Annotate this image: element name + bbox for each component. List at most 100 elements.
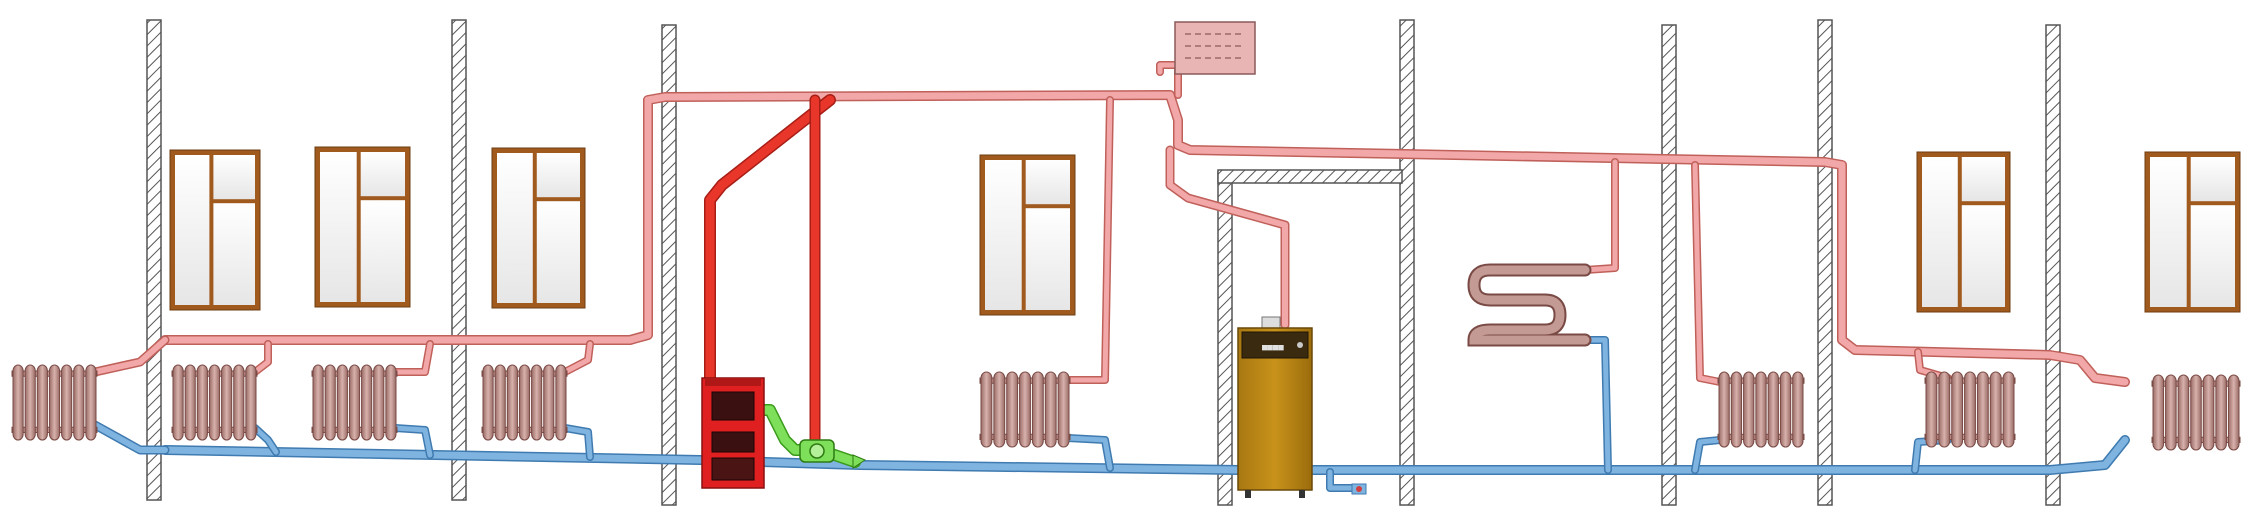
supply-branch-pipe <box>1691 161 1724 386</box>
window <box>169 149 261 311</box>
supply-branch-pipe <box>90 335 170 377</box>
radiator-section <box>2227 374 2240 451</box>
radiator-section <box>48 364 61 441</box>
radiator-section <box>373 364 385 441</box>
expansion-tank <box>1174 21 1256 75</box>
window <box>979 154 1076 316</box>
radiator-section <box>1006 371 1019 448</box>
walls-layer <box>146 19 2061 506</box>
radiator-section <box>2002 371 2015 448</box>
radiator-section <box>184 364 196 441</box>
closet-ceiling <box>1217 169 1403 184</box>
radiator-section <box>1964 371 1976 448</box>
radiator-section <box>208 364 221 441</box>
radiator-section <box>2165 374 2177 451</box>
return-valve <box>1351 483 1367 495</box>
wall <box>1817 19 1833 506</box>
valve-handle <box>1356 486 1362 492</box>
radiator <box>1924 371 2016 448</box>
supply-branch-pipe <box>391 340 434 376</box>
radiator-section <box>221 364 233 441</box>
gas-boiler-supply-pipe <box>1165 145 1290 330</box>
radiator-section <box>1031 371 1044 448</box>
radiator-section <box>993 371 1006 448</box>
radiator-section <box>1743 371 1755 448</box>
equipment-layer: ■■■■ <box>701 21 1592 498</box>
radiator-section <box>1767 371 1779 448</box>
radiator-section <box>506 364 518 441</box>
supply-branch-pipe <box>1064 96 1114 384</box>
radiator-section <box>980 371 993 448</box>
return-branch-pipe <box>1911 436 1952 474</box>
radiator-section <box>1951 371 1964 448</box>
radiator-section <box>245 364 257 441</box>
return-branch-pipe <box>561 424 594 461</box>
radiator-section <box>1938 371 1951 448</box>
control-knob <box>1297 342 1303 348</box>
radiator-section <box>385 364 397 441</box>
radiator-section <box>233 364 245 441</box>
radiator-section <box>2215 374 2227 451</box>
window <box>314 146 411 308</box>
radiator <box>171 364 258 441</box>
radiator-section <box>24 364 36 441</box>
window-pane <box>2190 157 2235 202</box>
window-pane <box>213 203 255 305</box>
radiator-section <box>1792 371 1804 448</box>
boiler-ash-door <box>711 457 755 481</box>
window-pane <box>360 200 405 302</box>
supply-branch-pipe <box>251 340 272 376</box>
window-pane <box>1025 160 1070 205</box>
radiator-section <box>482 364 494 441</box>
radiator-section <box>2190 374 2202 451</box>
radiator <box>311 364 398 441</box>
radiator-section <box>531 364 543 441</box>
window-pane <box>1922 157 1958 307</box>
radiator-section <box>85 364 97 441</box>
window-pane <box>1961 157 2005 202</box>
window <box>2144 151 2241 313</box>
supply-main-pipe <box>160 90 2130 387</box>
radiator-section <box>1019 371 1031 448</box>
window-pane <box>985 160 1022 310</box>
radiator-section <box>1057 371 1070 448</box>
window-pane <box>213 155 255 200</box>
window-pane <box>2150 157 2187 307</box>
radiators-layer <box>11 364 2241 451</box>
radiator-section <box>196 364 208 441</box>
radiator-section <box>1925 371 1938 448</box>
return-branch-pipe <box>90 420 170 455</box>
window-pane <box>497 153 533 303</box>
window-pane <box>536 153 580 198</box>
window-pane <box>1961 205 2005 307</box>
closet-wall <box>1217 171 1233 506</box>
expansion-tank-pipe <box>1156 61 1182 99</box>
boiler-lower-door <box>711 431 755 453</box>
coil-supply-pipe <box>1581 158 1619 274</box>
flow-arrow-icon <box>852 454 867 469</box>
radiator-section <box>1989 371 2002 448</box>
boiler-upper-door <box>711 391 755 421</box>
circulation-pump <box>799 439 867 469</box>
gas-boiler-return-pipe <box>1326 468 1362 492</box>
return-branch-pipe <box>251 424 280 456</box>
return-branch-pipe <box>1691 436 1724 474</box>
boiler-foot <box>1299 490 1305 498</box>
return-branch-pipe <box>391 424 434 459</box>
coil-heat-exchanger <box>1467 263 1592 347</box>
coil-return-pipe <box>1581 336 1612 474</box>
radiator-section <box>348 364 361 441</box>
pump-impeller <box>809 443 825 459</box>
radiator-section <box>1755 371 1767 448</box>
wall <box>661 24 677 506</box>
window-pane <box>320 152 357 302</box>
boiler-foot <box>1245 490 1251 498</box>
supply-branch-pipe <box>561 340 594 376</box>
return-branch-pipe <box>1064 434 1114 472</box>
radiator-section <box>1730 371 1743 448</box>
radiator-section <box>494 364 506 441</box>
radiator-section <box>36 364 48 441</box>
window <box>491 147 586 309</box>
